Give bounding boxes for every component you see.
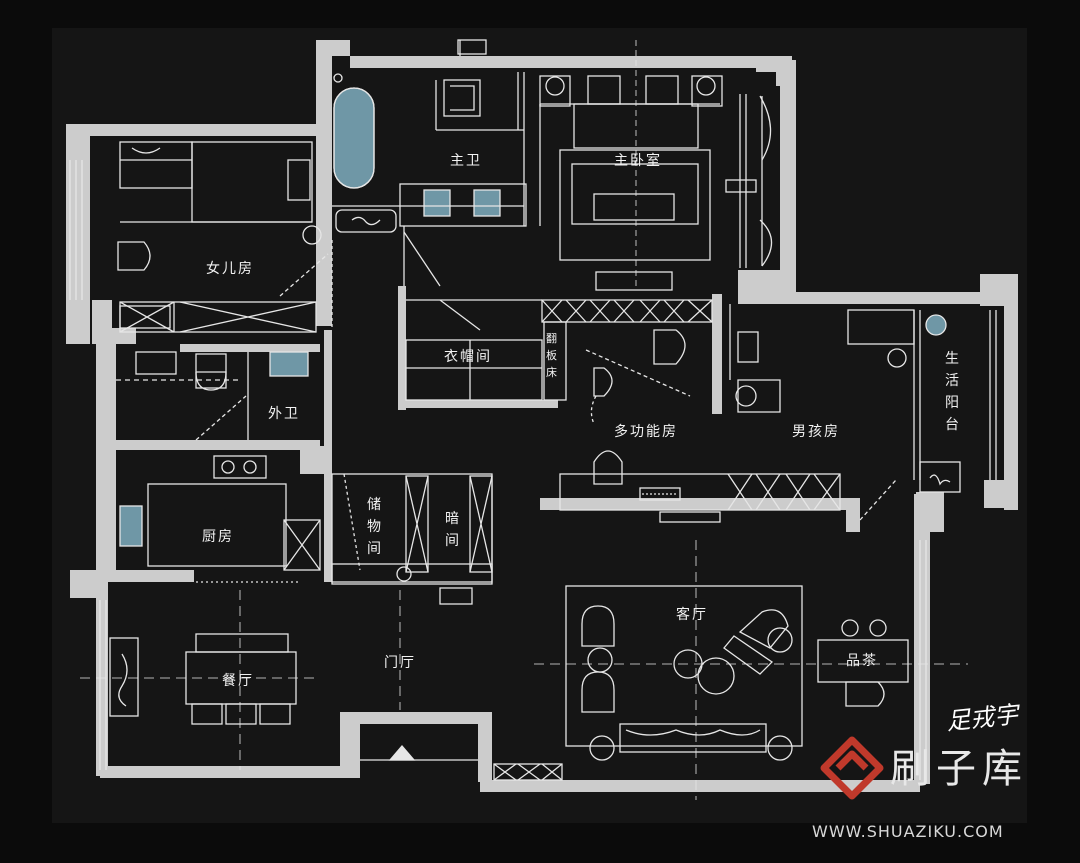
designer-signature: 足戎宇 [944,700,1020,736]
room-label-multifunction-room: 多功能房 [614,424,678,440]
room-label-master-bath: 主卫 [450,153,482,169]
linework [69,39,997,800]
watermark-logo-icon [820,736,884,800]
room-label-foyer: 门厅 [384,655,416,671]
watermark-url: WWW.SHUAZIKU.COM [812,822,1004,841]
room-label-master-bedroom: 主卧室 [614,153,662,169]
room-label-dining-room: 餐厅 [222,673,254,689]
room-label-daughter-room: 女儿房 [206,261,254,277]
room-label-tea-area: 品茶 [846,653,878,669]
room-label-dark-room: 暗间 [445,511,459,549]
room-label-living-room: 客厅 [676,607,708,623]
room-label-flip-bed: 翻板床 [546,332,557,379]
room-label-service-balcony: 生活阳台 [945,351,959,433]
room-label-kitchen: 厨房 [202,529,234,545]
room-label-boy-room: 男孩房 [792,424,840,440]
watermark-brand: 刷子库 [890,746,1028,792]
room-label-cloakroom: 衣帽间 [444,349,492,365]
room-label-storage: 储物间 [367,497,381,557]
room-label-guest-bath: 外卫 [268,406,300,422]
